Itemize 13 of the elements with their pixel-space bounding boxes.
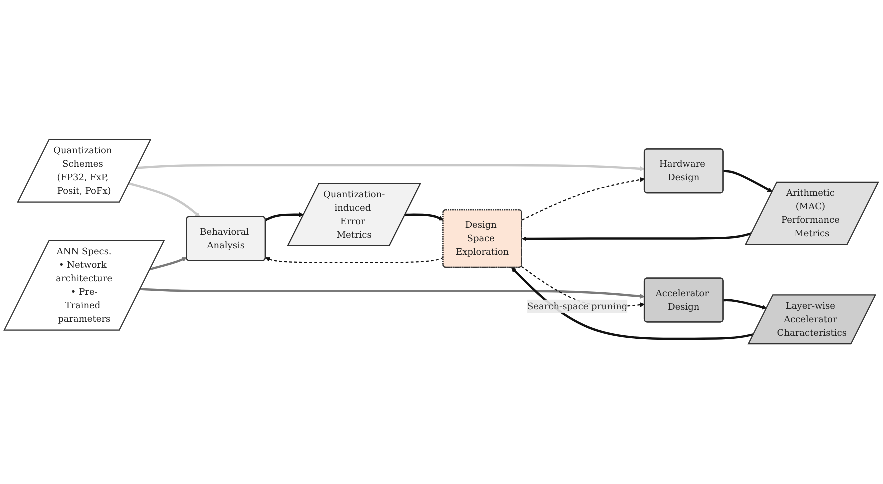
arrow [405, 214, 444, 221]
arrow [265, 212, 304, 222]
edge-label: Search-space pruning [528, 300, 628, 312]
arrow [266, 257, 444, 264]
arrow [136, 164, 646, 172]
arrow [150, 257, 188, 271]
arrow [140, 288, 646, 300]
arrow [522, 177, 646, 221]
arrow [511, 268, 754, 340]
arrow [522, 232, 752, 242]
arrow [128, 182, 200, 218]
arrow [724, 170, 773, 192]
arrow [724, 299, 768, 310]
